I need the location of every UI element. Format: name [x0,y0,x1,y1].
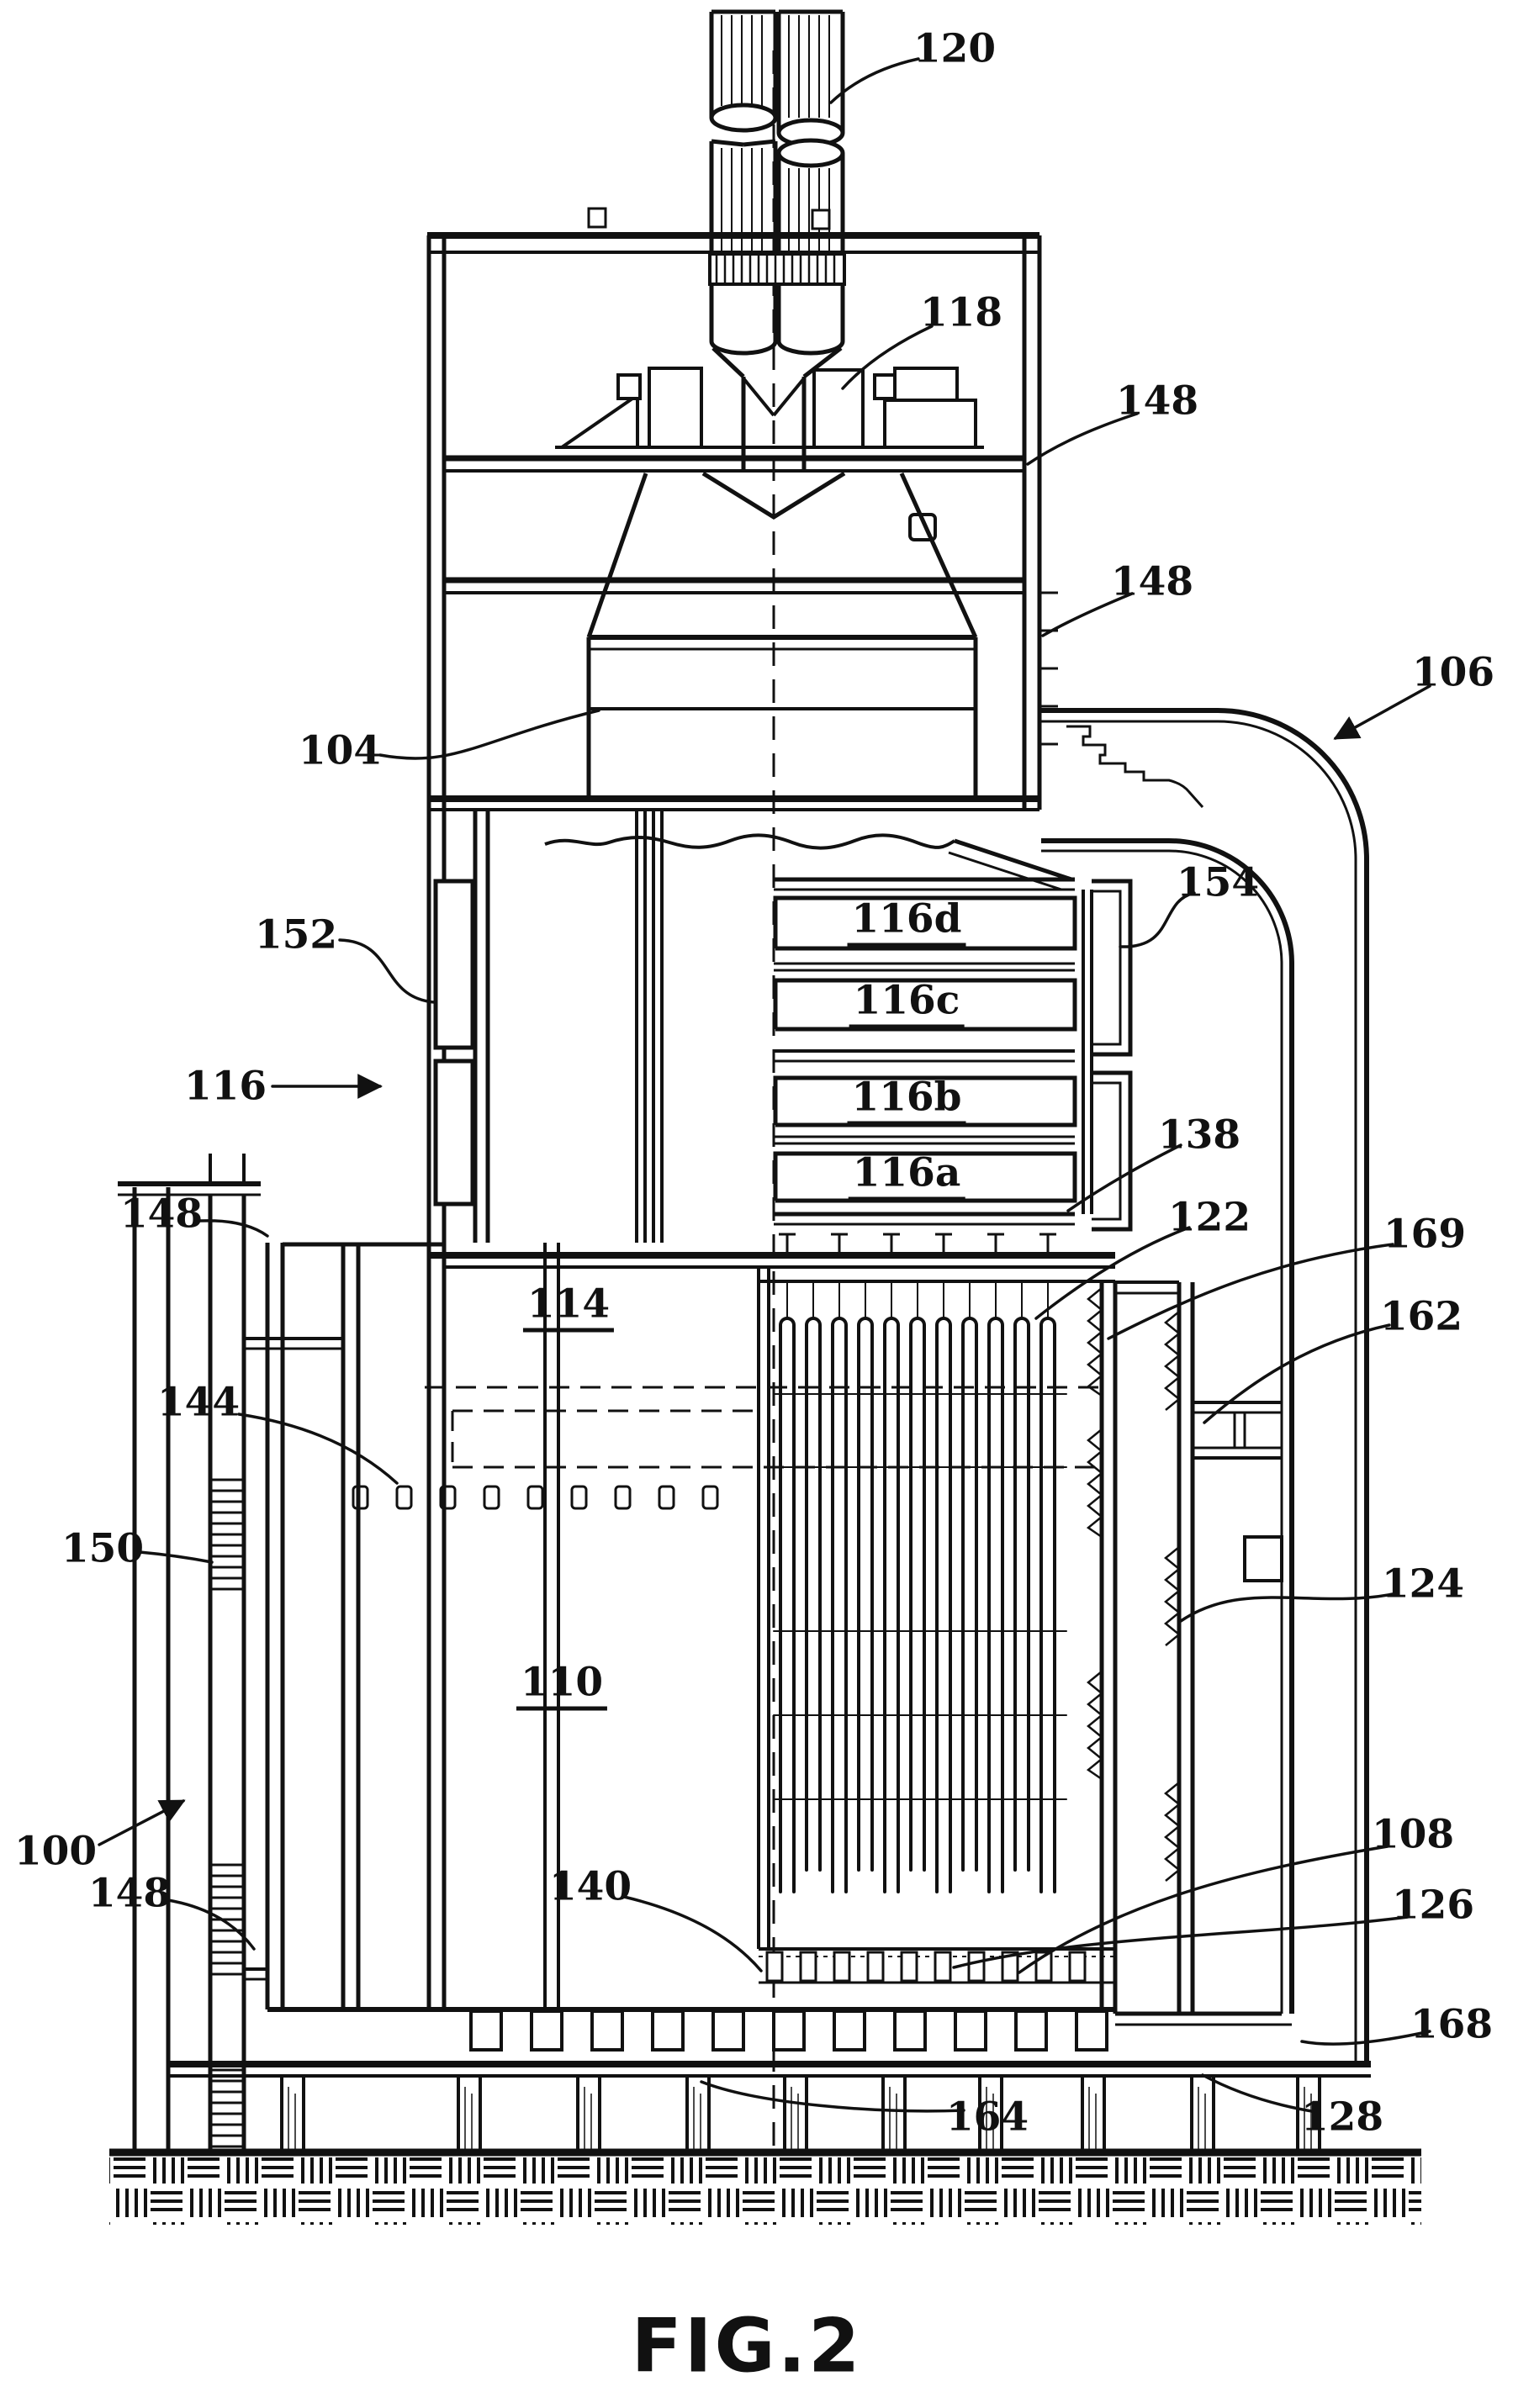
ref-label-116d: 116d [847,900,966,948]
bank-116b [773,1075,1077,1127]
break-line [1066,725,1204,808]
bank-116c [773,978,1077,1032]
access-box-upper [433,879,475,1050]
ref-label-140: 140 [548,1863,632,1910]
ref-label-150: 150 [61,1525,145,1572]
ref-label-138: 138 [1157,1112,1241,1159]
arrow-100 [98,1799,186,1846]
support-legs [280,2076,1321,2152]
ref-label-122: 122 [1167,1194,1251,1241]
ref-label-162: 162 [1379,1293,1463,1340]
ref-label-116c: 116c [849,981,965,1029]
ref-label-106: 106 [1411,649,1495,696]
expansion-seals [1086,1287,1283,1882]
ref-label-148-left: 148 [119,1191,204,1238]
nozzle-row [352,1485,719,1510]
flue-duct [1041,708,1369,2064]
ref-label-120: 120 [912,25,997,72]
ground-hatch [109,2157,1421,2225]
ref-label-164: 164 [945,2094,1029,2141]
arrow-106 [1333,684,1431,740]
ref-label-108: 108 [1371,1811,1455,1858]
ref-label-124: 124 [1381,1560,1465,1608]
ref-label-154: 154 [1176,859,1260,906]
ref-label-168: 168 [1410,2001,1494,2048]
floor-teeth [469,2009,1108,2052]
access-box-lower [433,1059,475,1207]
leader-lines [98,57,1431,2114]
convection-shaft [433,810,1072,1243]
ref-label-116b: 116b [847,1078,966,1126]
left-support-column [118,1154,343,2152]
ref-label-100: 100 [13,1828,98,1875]
ladder-rungs [210,1478,244,2148]
tube-bank [773,1281,1067,1893]
ref-label-152: 152 [254,911,338,958]
ref-label-148-mid: 148 [1110,558,1194,605]
ref-label-148-bottom: 148 [87,1870,172,1917]
break-line [544,833,956,850]
ref-label-110: 110 [516,1663,608,1711]
heat-exchanger-banks [773,877,1133,1232]
furnace-enclosure [265,1233,1195,2014]
ref-label-114: 114 [522,1285,615,1333]
ref-label-169: 169 [1383,1211,1467,1258]
ref-label-118: 118 [919,289,1003,336]
feeder-equipment [555,367,984,449]
tube-support-stubs [765,1951,1087,1983]
ref-label-126: 126 [1391,1882,1475,1929]
ref-label-116: 116 [183,1063,267,1110]
furnace-interior [352,1386,1102,1510]
ref-label-128: 128 [1300,2094,1384,2141]
feed-bins [708,9,846,471]
bottom-structure [109,1947,1421,2225]
ref-label-144: 144 [156,1379,241,1426]
bank-116d [773,895,1077,951]
transition-hopper [586,471,978,799]
ref-label-116a: 116a [848,1154,965,1201]
ref-label-148-top: 148 [1115,378,1199,425]
bank-116a [773,1151,1077,1203]
figure-caption: FIG.2 [631,2302,863,2390]
ref-label-104: 104 [298,727,382,774]
